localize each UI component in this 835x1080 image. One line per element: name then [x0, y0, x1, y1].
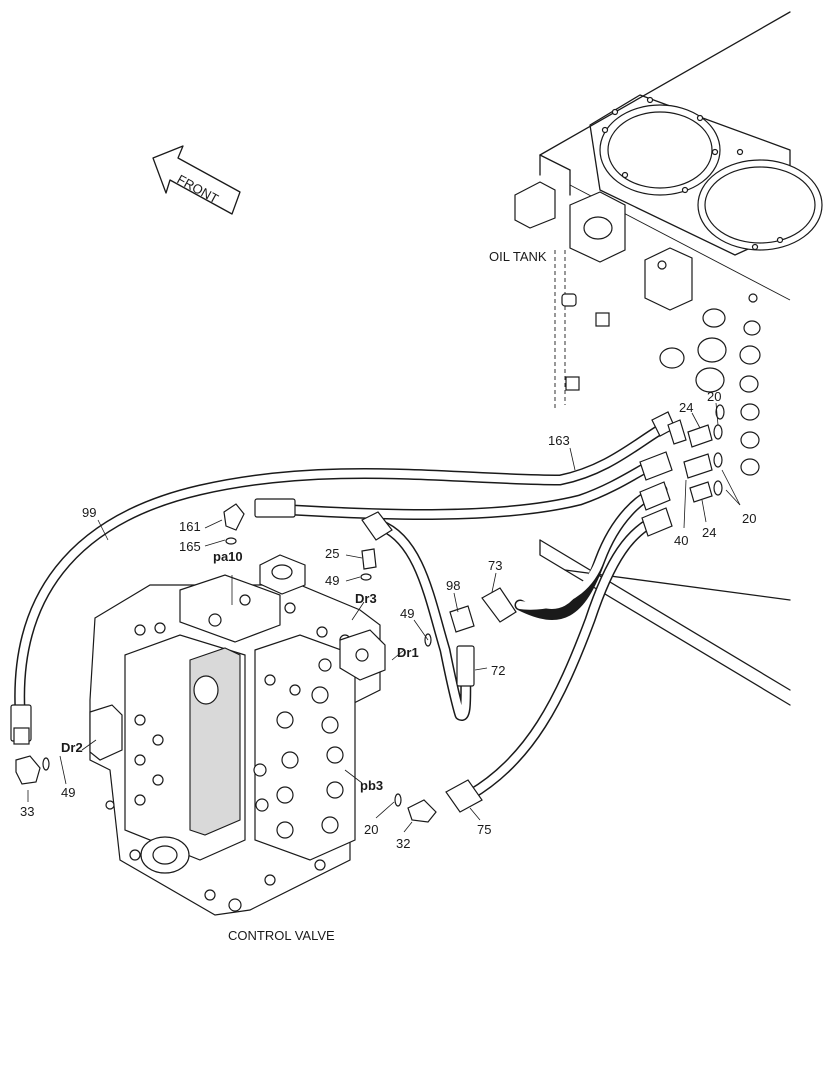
front-label: FRONT [175, 172, 221, 207]
small-parts [15, 404, 725, 823]
port-dr2: Dr2 [61, 740, 83, 755]
oil-tank-label: OIL TANK [489, 249, 547, 264]
callout-24-right: 24 [702, 525, 716, 540]
port-dr3: Dr3 [355, 591, 377, 606]
port-pa10: pa10 [213, 549, 243, 564]
port-dr1: Dr1 [397, 645, 419, 660]
callout-72: 72 [491, 663, 505, 678]
callout-49-dr1: 49 [400, 606, 414, 621]
callout-163: 163 [548, 433, 570, 448]
callout-20-top: 20 [707, 389, 721, 404]
leader-lines [27, 402, 741, 833]
hoses [14, 419, 674, 801]
callout-24-top: 24 [679, 400, 693, 415]
port-pb3: pb3 [360, 778, 383, 793]
callout-49-dr3: 49 [325, 573, 339, 588]
callout-98: 98 [446, 578, 460, 593]
callout-165: 165 [179, 539, 201, 554]
front-arrow [152, 145, 241, 215]
callout-73: 73 [488, 558, 502, 573]
control-valve-label: CONTROL VALVE [228, 928, 335, 943]
tank-fittings [683, 424, 723, 503]
callout-161: 161 [179, 519, 201, 534]
control-valve [89, 554, 386, 916]
callout-25: 25 [325, 546, 339, 561]
callout-20-right: 20 [742, 511, 756, 526]
callout-32: 32 [396, 836, 410, 851]
hose-fittings [10, 411, 687, 813]
callout-75: 75 [477, 822, 491, 837]
callout-20-pb3: 20 [364, 822, 378, 837]
callout-49-dr2: 49 [61, 785, 75, 800]
callout-99: 99 [82, 505, 96, 520]
oil-tank [514, 11, 823, 706]
callout-33: 33 [20, 804, 34, 819]
callout-40: 40 [674, 533, 688, 548]
